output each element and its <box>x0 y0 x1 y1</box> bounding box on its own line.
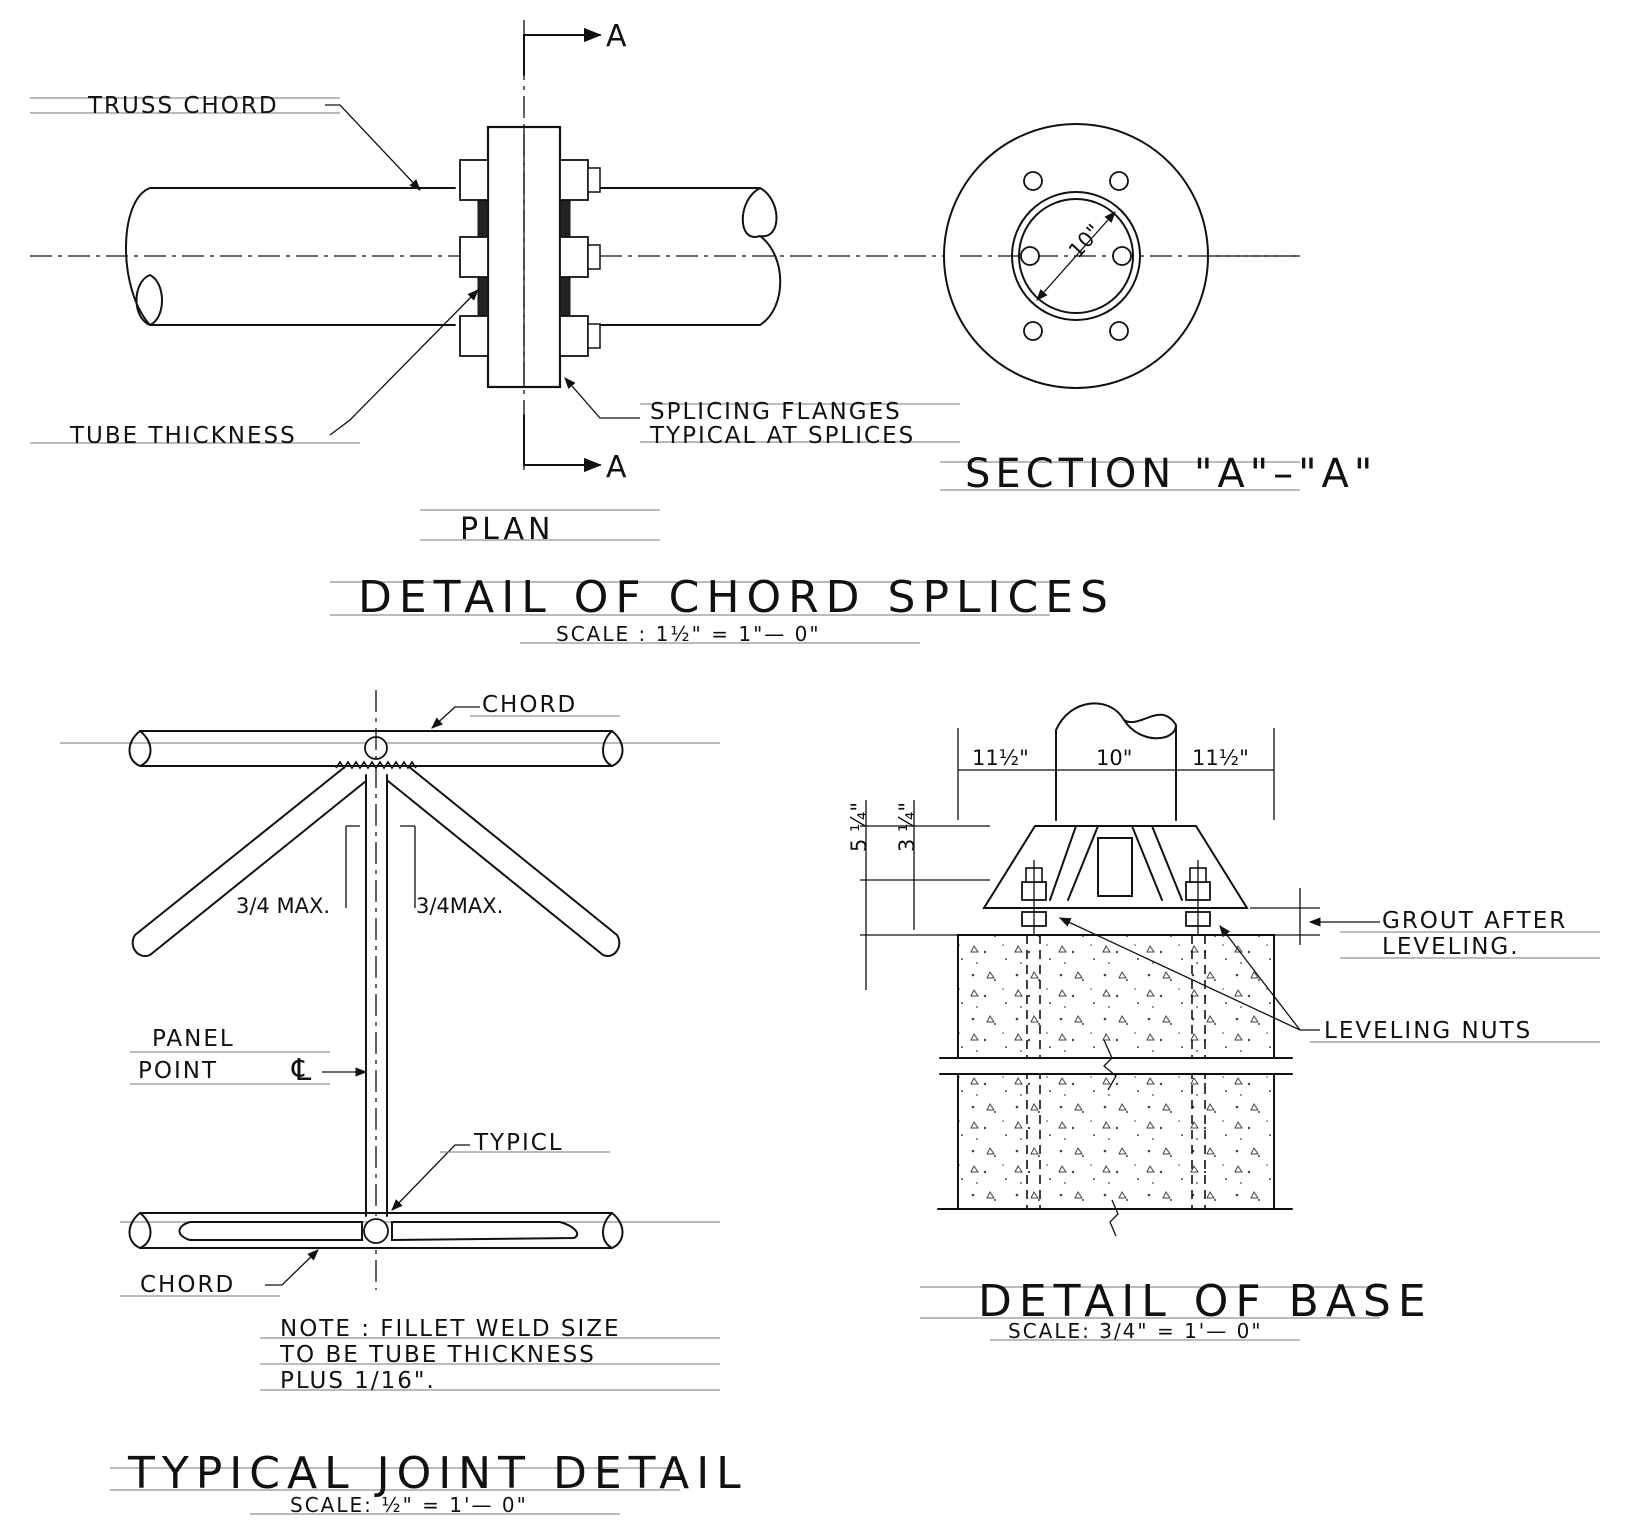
bottom-chord <box>128 1212 624 1249</box>
leader-tube-thickness <box>329 289 479 436</box>
note-line-3: PLUS 1/16". <box>280 1368 436 1394</box>
note-line-2: TO BE TUBE THICKNESS <box>279 1342 596 1368</box>
truss-chord-label: TRUSS CHORD <box>87 93 279 119</box>
chord-top-label: CHORD <box>482 692 577 718</box>
section-marker-bottom: A <box>606 450 631 485</box>
bolt-holes <box>1020 171 1132 341</box>
vertical-member <box>365 774 388 1217</box>
note-line-1: NOTE : FILLET WELD SIZE <box>280 1316 621 1342</box>
leveling-nuts-label: LEVELING NUTS <box>1324 1018 1532 1044</box>
joint-detail-title: TYPICAL JOINT DETAIL <box>127 1448 748 1499</box>
base-detail-scale: SCALE: 3/4" = 1'— 0" <box>1008 1319 1263 1343</box>
centerline-symbol: ℄ <box>291 1053 311 1088</box>
dim-right: 11½" <box>1192 746 1249 770</box>
joint-detail-scale: SCALE: ½" = 1'— 0" <box>290 1493 528 1517</box>
grout-label-2: LEVELING. <box>1382 934 1520 960</box>
diagonal-left <box>131 765 367 958</box>
splice-bolts <box>459 159 601 357</box>
column-stub <box>1055 702 1177 821</box>
section-label: SECTION "A"–"A" <box>965 451 1377 497</box>
section-marker-top: A <box>606 19 631 54</box>
chord-splice-plan: A A TRUSS CHORD TUBE THICKNESS SPLICING … <box>30 19 1300 547</box>
splicing-flanges-label: SPLICING FLANGES <box>650 399 902 425</box>
leader-splicing-flanges <box>564 377 640 419</box>
grout-label-1: GROUT AFTER <box>1382 908 1567 934</box>
max-right-label: 3/4MAX. <box>416 894 503 918</box>
section-cut-top <box>523 27 602 76</box>
base-detail-title: DETAIL OF BASE <box>978 1276 1433 1327</box>
plan-label: PLAN <box>460 512 554 547</box>
diagonal-right <box>387 765 621 958</box>
chord-splice-scale: SCALE : 1½" = 1"— 0" <box>556 622 821 646</box>
leader-truss-chord <box>325 104 421 191</box>
fillet-weld-note: NOTE : FILLET WELD SIZE TO BE TUBE THICK… <box>260 1316 720 1394</box>
typical-at-splices-label: TYPICAL AT SPLICES <box>649 423 915 449</box>
chord-splice-title-block: DETAIL OF CHORD SPLICES SCALE : 1½" = 1"… <box>330 572 1115 646</box>
dim-left: 11½" <box>972 746 1029 770</box>
chord-splice-title: DETAIL OF CHORD SPLICES <box>358 572 1115 623</box>
max-left-label: 3/4 MAX. <box>236 894 330 918</box>
diameter-dimension <box>1036 211 1116 301</box>
panel-label: PANEL <box>152 1026 235 1052</box>
dim-vertical-outer: 5 ¼" <box>847 802 871 852</box>
chord-bottom-label: CHORD <box>140 1272 235 1298</box>
dim-center: 10" <box>1096 746 1132 770</box>
anchor-bolts <box>1021 860 1211 935</box>
tube-thickness-label: TUBE THICKNESS <box>69 423 297 449</box>
section-a-a: 10" SECTION "A"–"A" <box>940 123 1377 497</box>
point-label: POINT <box>138 1058 218 1084</box>
typical-joint-detail: 3/4 MAX. 3/4MAX. CHORD CHORD TYPICL PANE… <box>60 690 748 1517</box>
truss-chord-tube <box>125 187 782 326</box>
dim-vertical-inner: 3 ¼" <box>895 802 919 852</box>
section-cut-bottom <box>523 414 602 473</box>
base-detail: 11½" 10" 11½" 5 ¼" 3 ¼" GROUT AFTER LEVE… <box>847 702 1600 1343</box>
